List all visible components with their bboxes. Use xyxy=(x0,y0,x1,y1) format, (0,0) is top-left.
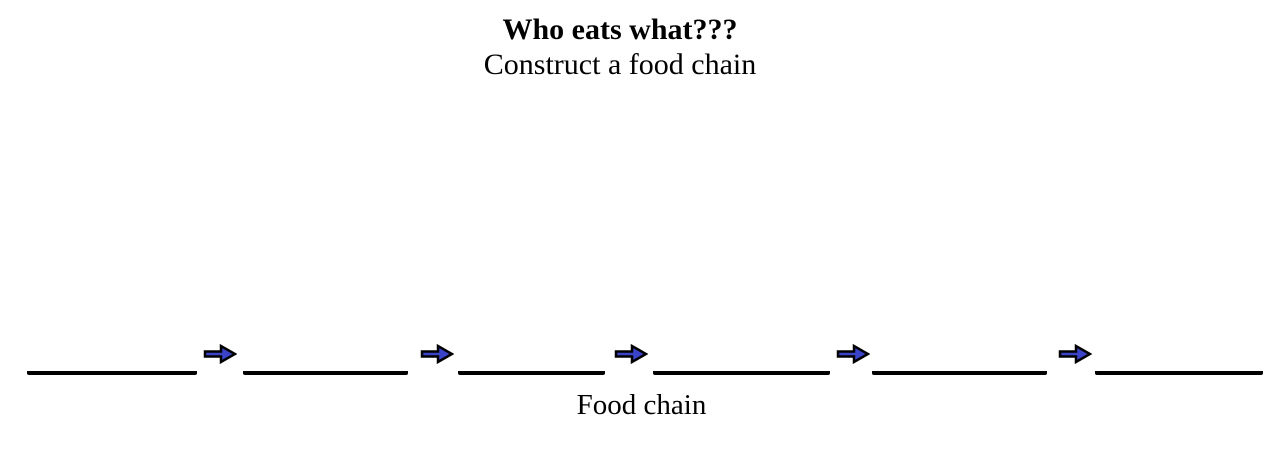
page-title: Who eats what??? xyxy=(502,13,738,46)
food-chain-blank-4[interactable] xyxy=(653,341,830,375)
food-chain-blank-2[interactable] xyxy=(243,341,408,375)
right-arrow-icon xyxy=(420,343,454,365)
food-chain-blank-6[interactable] xyxy=(1095,341,1263,375)
right-arrow-icon xyxy=(203,343,237,365)
food-chain-blank-3[interactable] xyxy=(458,341,605,375)
right-arrow-icon xyxy=(836,343,870,365)
food-chain-blank-1[interactable] xyxy=(27,341,197,375)
food-chain-blank-5[interactable] xyxy=(872,341,1047,375)
right-arrow-icon xyxy=(614,343,648,365)
right-arrow-icon xyxy=(1058,343,1092,365)
food-chain-label: Food chain xyxy=(576,389,707,421)
worksheet-header: Who eats what??? Construct a food chain xyxy=(0,13,1240,82)
page-subtitle: Construct a food chain xyxy=(483,48,757,81)
